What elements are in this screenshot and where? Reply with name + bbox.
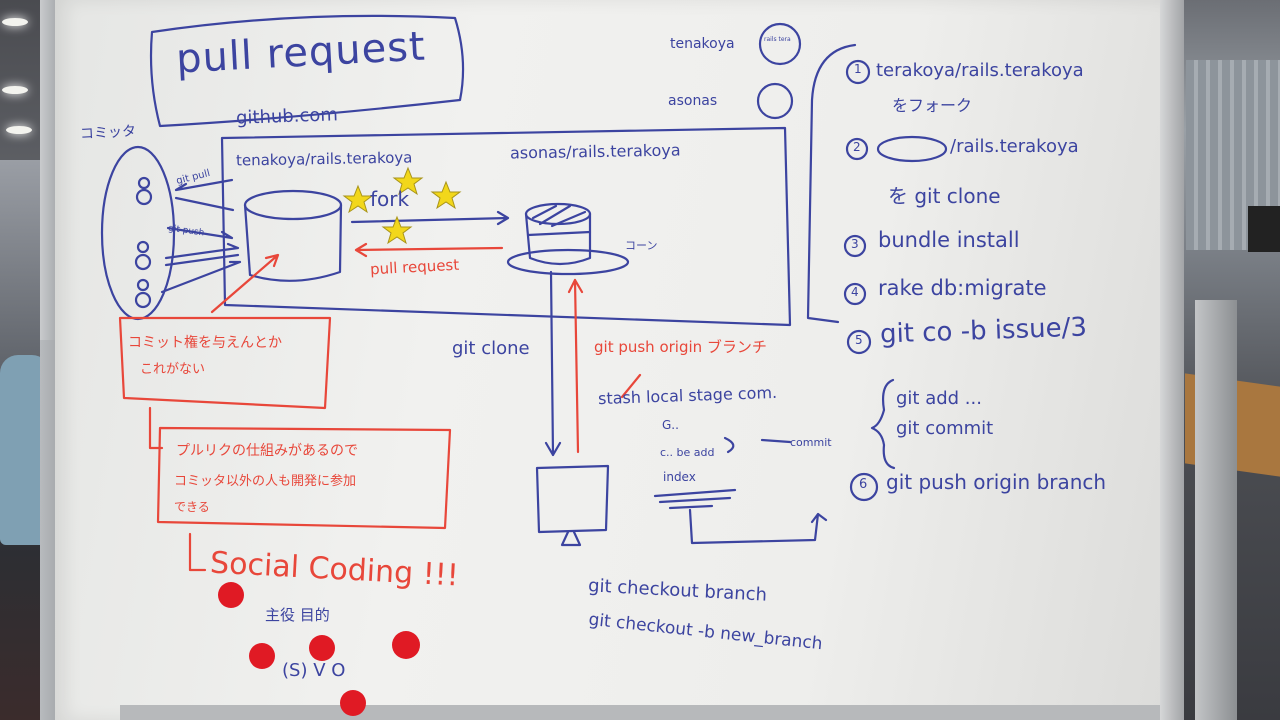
step-6: git push origin branch [886, 470, 1107, 494]
committer-figures [134, 176, 153, 309]
arrow [174, 196, 235, 212]
label-fork: fork [370, 187, 410, 211]
label-git-clone: git clone [452, 338, 530, 359]
label-commit-small: commit [790, 436, 832, 449]
step-num-2: 2 [853, 140, 861, 154]
step-2: /rails.terakoya [950, 136, 1079, 157]
label-github-com: github.com [235, 104, 339, 129]
step-num-1: 1 [854, 62, 862, 76]
bottom-chars-2: (S) V O [282, 660, 346, 681]
committers-ellipse [100, 145, 176, 321]
step-5a: git add ... [896, 388, 982, 409]
step-2b: を git clone [888, 184, 1001, 208]
step-num-6: 6 [859, 477, 868, 492]
avatar-asonas-circle [756, 82, 794, 120]
red-note-1: コミット権を与えんとか [128, 335, 282, 351]
step-5b: git commit [896, 418, 994, 439]
git-push-arrow [567, 278, 584, 454]
blank-oval [876, 135, 948, 163]
title-box [149, 14, 465, 128]
computer-icon [535, 464, 610, 547]
step-1: terakoya/rails.terakoya [876, 60, 1084, 81]
label-repo-right: asonas/rails.terakoya [509, 140, 681, 163]
avatar-tiny-text: rails tera [764, 36, 791, 43]
ceiling-light [6, 126, 32, 134]
avatar-tenakoya-circle [758, 22, 802, 66]
step-num-4: 4 [851, 285, 859, 299]
avatar-asonas-label: asonas [668, 93, 718, 109]
red-note-2b: コミッタ以外の人も開発に参加 [174, 474, 357, 489]
avatar-tenakoya-label: tenakoya [670, 36, 735, 52]
arrow [164, 253, 240, 267]
red-note-box-2 [156, 426, 452, 530]
arrow [160, 260, 242, 294]
whiteboard-stand-right [1195, 300, 1237, 720]
arrow [174, 178, 234, 192]
red-note-1b: これがない [140, 362, 206, 377]
label-g: G.. [662, 418, 679, 432]
bottom-chars: 主役 目的 [265, 606, 330, 624]
label-clone: コーン [625, 239, 658, 252]
stage-arrow [688, 508, 828, 545]
step-3: bundle install [878, 228, 1020, 252]
step-num-3: 3 [851, 237, 859, 251]
ceiling-light [2, 86, 28, 94]
arrow [166, 226, 234, 240]
star-magnets [342, 166, 462, 245]
whiteboard-tray [120, 705, 1160, 720]
step-4: rake db:migrate [878, 276, 1047, 300]
step-1b: をフォーク [892, 96, 973, 115]
index-underline [653, 488, 737, 510]
label-repo-left: tenakoya/rails.terakoya [235, 148, 413, 170]
monitor [1248, 206, 1280, 252]
label-index: index [663, 470, 696, 484]
label-c-add: c.. be add [660, 446, 715, 459]
git-clone-arrow [544, 270, 562, 457]
red-magnets [218, 582, 420, 716]
fork-arrow [350, 210, 510, 226]
arrow [164, 242, 240, 260]
red-note-2c: できる [174, 500, 210, 514]
label-committers: コミッタ [79, 123, 137, 143]
repo-cylinder-left [243, 189, 343, 282]
red-note-2: プルリクの仕組みがあるので [176, 443, 358, 459]
step-num-5: 5 [855, 333, 863, 347]
steps-bracket [806, 43, 857, 324]
whiteboard-frame-right [1160, 0, 1184, 720]
label-git-push-origin: git push origin ブランチ [594, 338, 767, 356]
pull-request-arrow [354, 242, 504, 258]
red-note-box-1 [118, 316, 332, 410]
ceiling-light [2, 18, 28, 26]
repo-cylinder-right [506, 202, 630, 276]
